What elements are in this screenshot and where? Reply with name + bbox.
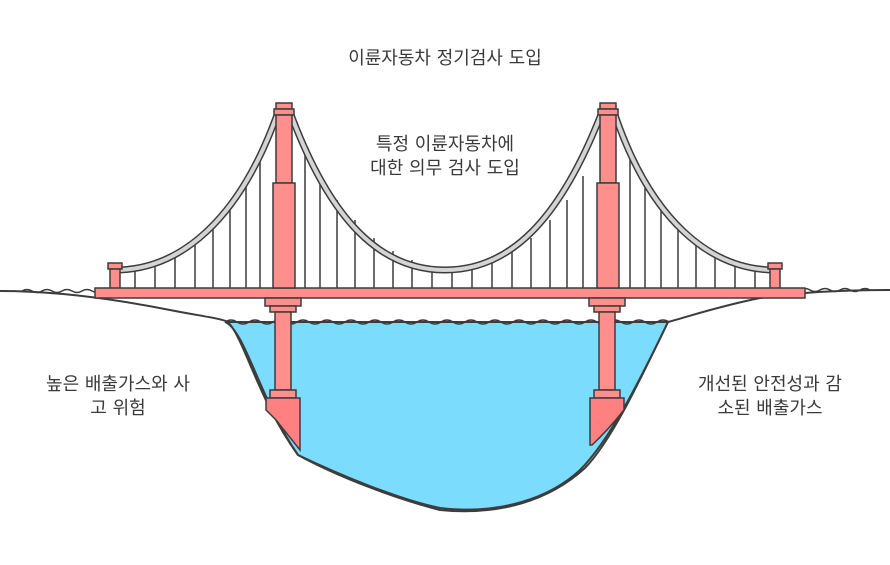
title-label: 이륜자동차 정기검사 도입 (348, 48, 542, 69)
right-label-line1: 개선된 안전성과 감 (698, 374, 842, 395)
left-label-line1: 높은 배출가스와 사 (46, 374, 190, 395)
left-tower (264, 102, 302, 453)
water-waves (224, 319, 670, 325)
main-cables (114, 110, 776, 274)
bridge-deck (94, 287, 806, 299)
right-tower (588, 102, 626, 446)
left-end-post (107, 262, 123, 290)
ground-line (21, 287, 871, 294)
valley-outline (0, 289, 890, 513)
center-label-line1: 특정 이륜자동차에 (376, 134, 514, 155)
right-label-line2: 소된 배출가스 (717, 398, 822, 419)
center-label-line2: 대한 의무 검사 도입 (370, 158, 520, 179)
left-label-line2: 고 위험 (90, 398, 145, 419)
right-end-post (767, 262, 783, 290)
